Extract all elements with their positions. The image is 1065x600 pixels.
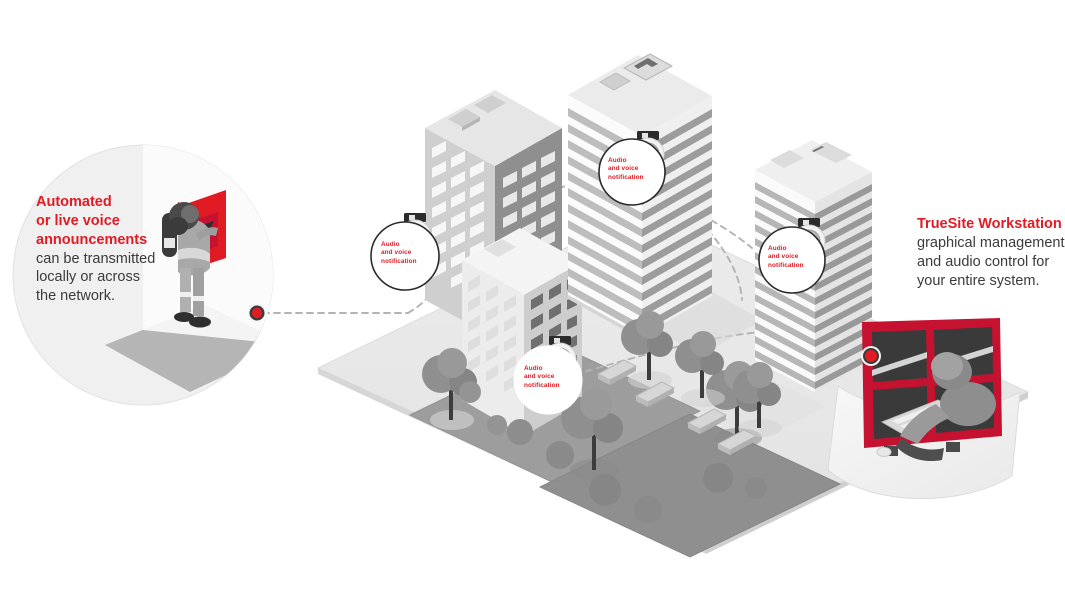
tree-icon	[561, 388, 623, 481]
tree-icon	[733, 362, 782, 437]
bubble-line-2: and voice	[608, 165, 639, 173]
bubble-line-2: and voice	[381, 249, 412, 257]
bubble-line-1: Audio	[524, 365, 543, 372]
left-callout-body-2: locally or across	[36, 269, 140, 286]
bubble-line-1: Audio	[608, 157, 627, 164]
bubble-line-1: Audio	[768, 245, 787, 252]
bubble-line-2: and voice	[768, 253, 799, 261]
left-callout-body-1: can be transmitted	[36, 250, 156, 267]
bubble-line-3: notification	[608, 173, 644, 181]
right-callout-body-3: your entire system.	[917, 272, 1040, 289]
park-bench-icon	[634, 381, 676, 407]
left-callout-line-2: or live voice	[36, 212, 120, 229]
video-wall-monitors-icon	[827, 318, 1021, 500]
park-bench-icon	[716, 429, 758, 455]
speaker-callout-ring	[598, 138, 666, 206]
speaker-callout-center: Audio and voice notification	[608, 157, 664, 182]
speaker-callout-ring	[758, 226, 826, 294]
firefighter-figure-icon	[162, 202, 218, 328]
right-callout-line-1: TrueSite Workstation	[917, 216, 1062, 232]
office-building-icon	[568, 53, 762, 356]
speaker-callout-lower: Audio and voice notification	[524, 365, 580, 390]
red-dot-marker-icon	[248, 304, 266, 322]
speaker-callout-right: Audio and voice notification	[768, 245, 824, 270]
left-callout-text: Automated or live voice announcements ca…	[36, 193, 186, 306]
tree-icon	[675, 331, 725, 407]
right-callout-body-2: and audio control for	[917, 253, 1050, 270]
bubble-line-2: and voice	[524, 373, 555, 381]
right-callout-text: TrueSite Workstation graphical managemen…	[917, 215, 1065, 290]
red-dot-marker-icon	[861, 346, 881, 366]
park-bench-icon	[596, 359, 638, 385]
speaker-callout-ring	[513, 345, 583, 415]
speaker-callout-ring	[370, 221, 440, 291]
seated-operator-icon	[896, 352, 996, 462]
speaker-callout-left: Audio and voice notification	[381, 241, 437, 266]
left-callout-body-3: the network.	[36, 288, 115, 305]
bubble-line-3: notification	[524, 381, 560, 389]
park-bench-icon	[686, 408, 728, 434]
bubble-line-1: Audio	[381, 241, 400, 248]
bubble-line-3: notification	[381, 257, 417, 265]
right-callout-body-1: graphical management	[917, 234, 1065, 251]
left-callout-line-3: announcements	[36, 231, 148, 248]
park-vegetation	[422, 311, 782, 524]
left-callout-line-1: Automated	[36, 194, 112, 210]
bubble-line-3: notification	[768, 261, 804, 269]
